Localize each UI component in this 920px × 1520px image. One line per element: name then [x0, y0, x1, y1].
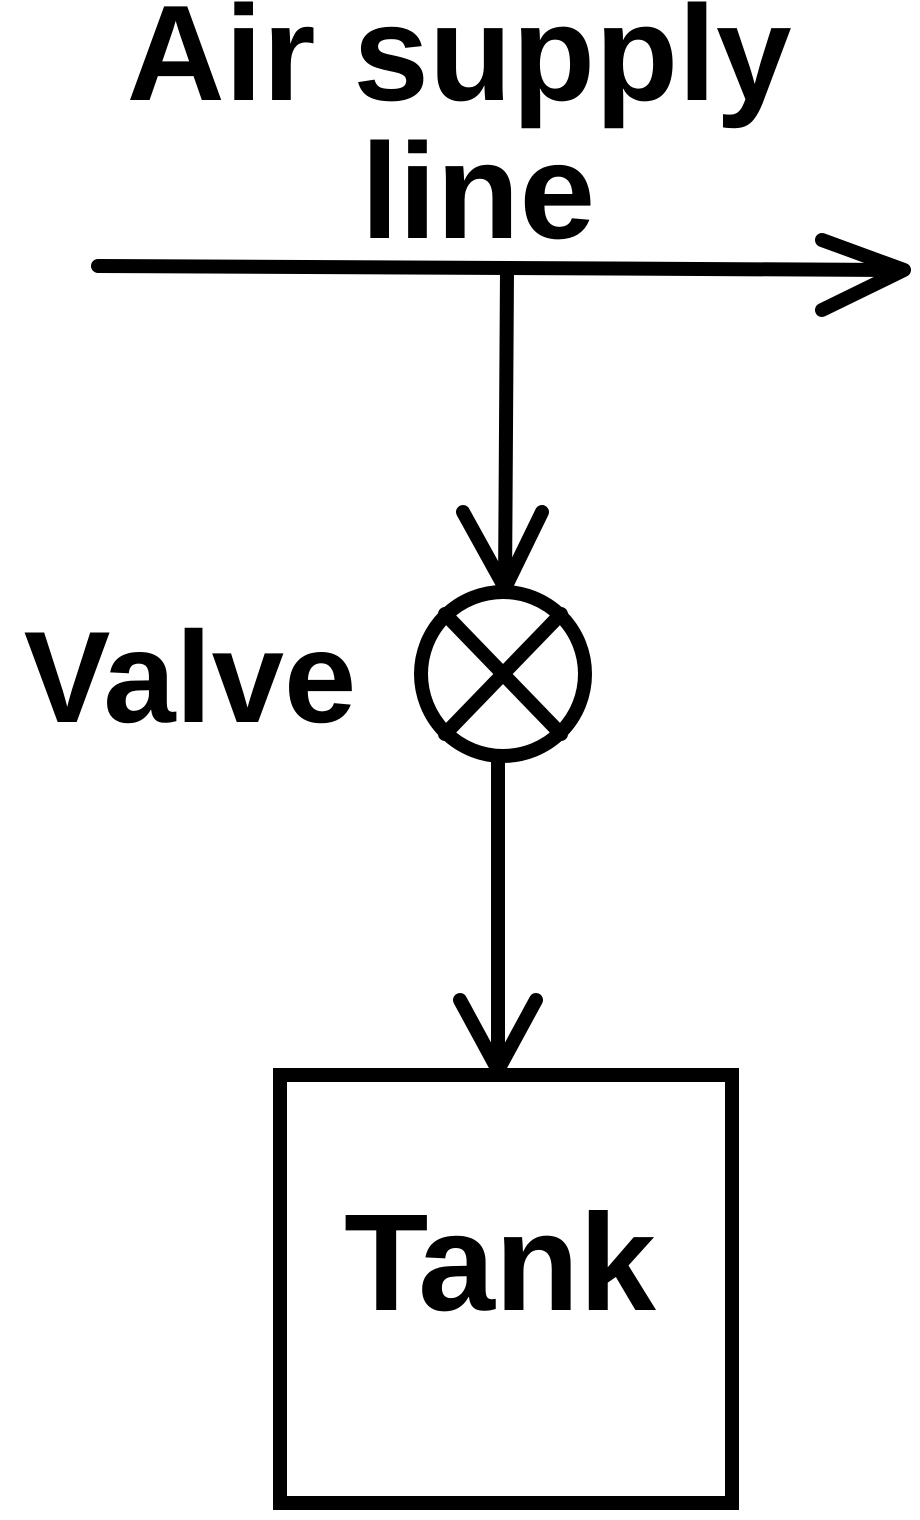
supply-line-label-line1: Air supply: [127, 0, 792, 129]
supply-line-pipe: [91, 259, 907, 277]
tank: [273, 1068, 739, 1510]
supply-line-arrowhead: [815, 233, 911, 317]
branch-pipe-upper: [456, 263, 549, 595]
supply-line-label: Air supply line: [127, 0, 830, 267]
supply-line-label-line2: line: [361, 115, 595, 267]
tank-label: Tank: [344, 1186, 656, 1340]
valve-label: Valve: [24, 604, 357, 750]
valve-cross-b: [438, 607, 568, 741]
branch-pipe-upper-line: [498, 263, 514, 595]
supply-line: [91, 233, 911, 317]
branch-pipe-lower: [453, 753, 543, 1077]
valve-icon: [414, 585, 592, 763]
